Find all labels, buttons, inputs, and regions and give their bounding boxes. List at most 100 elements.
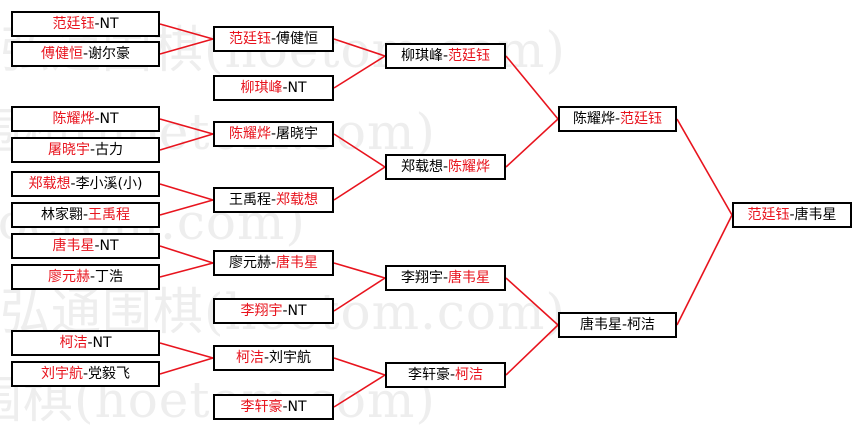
connector-line xyxy=(333,166,386,201)
player-name: 王禹程 xyxy=(228,192,271,208)
match-box: 林家翾-王禹程 xyxy=(11,202,160,228)
connector-line xyxy=(333,277,386,312)
match-box: 陈耀烨-NT xyxy=(11,106,160,132)
player-name: 范廷钰 xyxy=(52,16,95,32)
connector-line xyxy=(159,183,214,201)
separator: - xyxy=(282,399,288,415)
connector-line xyxy=(159,342,214,359)
match-box: 李轩豪-柯洁 xyxy=(385,362,506,388)
player-name: 古力 xyxy=(95,142,124,158)
separator: - xyxy=(87,335,93,351)
player-name: NT xyxy=(99,238,119,254)
match-box: 郑载想-李小溪(小) xyxy=(11,171,160,197)
match-box: 陈耀烨-屠晓宇 xyxy=(213,121,334,147)
player-name: 柯洁 xyxy=(235,350,264,366)
player-name: 傅健恒 xyxy=(276,31,319,47)
player-name: 廖元赫 xyxy=(47,269,90,285)
connector-line xyxy=(676,214,733,326)
separator: - xyxy=(282,303,288,319)
player-name: 柳琪峰 xyxy=(400,48,443,64)
match-box: 李轩豪-NT xyxy=(213,394,334,420)
separator: - xyxy=(70,176,76,192)
player-name: 傅健恒 xyxy=(40,46,83,62)
connector-line xyxy=(159,245,214,264)
match-box: 王禹程-郑载想 xyxy=(213,187,334,213)
player-name: 唐韦星 xyxy=(448,270,491,286)
connector-line xyxy=(333,55,386,89)
match-box: 唐韦星-NT xyxy=(11,233,160,259)
player-name: 谢尔豪 xyxy=(88,46,131,62)
connector-line xyxy=(159,23,214,40)
connector-line xyxy=(333,357,386,376)
connector-line xyxy=(333,374,386,408)
player-name: 范廷钰 xyxy=(620,111,663,127)
connector-line xyxy=(159,118,214,135)
player-name: 刘宇航 xyxy=(269,350,312,366)
separator: - xyxy=(270,126,277,142)
connector-line xyxy=(159,133,214,151)
player-name: NT xyxy=(99,111,119,127)
player-name: 唐韦星 xyxy=(579,317,622,333)
player-name: 林家翾 xyxy=(40,207,83,223)
player-name: 丁浩 xyxy=(95,269,124,285)
player-name: 唐韦星 xyxy=(276,255,319,271)
player-name: 郑载想 xyxy=(276,192,319,208)
match-box: 柳琪峰-范廷钰 xyxy=(385,43,506,69)
player-name: 唐韦星 xyxy=(52,238,95,254)
connector-line xyxy=(333,133,386,168)
connector-line xyxy=(333,262,386,279)
separator: - xyxy=(442,159,449,175)
connector-line xyxy=(505,118,559,168)
match-box: 柯洁-NT xyxy=(11,330,160,356)
player-name: NT xyxy=(287,399,307,415)
match-box: 柯洁-刘宇航 xyxy=(213,345,334,371)
separator: - xyxy=(270,255,277,271)
separator: - xyxy=(89,142,96,158)
match-box: 屠晓宇-古力 xyxy=(11,137,160,163)
match-box: 陈耀烨-范廷钰 xyxy=(558,106,677,132)
player-name: 范廷钰 xyxy=(228,31,271,47)
separator: - xyxy=(89,269,96,285)
connector-line xyxy=(505,277,559,326)
separator: - xyxy=(94,238,100,254)
player-name: 郑载想 xyxy=(400,159,443,175)
connector-line xyxy=(159,199,214,216)
player-name: 陈耀烨 xyxy=(572,111,615,127)
connector-line xyxy=(676,118,733,216)
player-name: 陈耀烨 xyxy=(52,111,95,127)
player-name: NT xyxy=(287,80,307,96)
separator: - xyxy=(82,366,89,382)
separator: - xyxy=(621,317,628,333)
connector-line xyxy=(505,55,559,120)
player-name: 柯洁 xyxy=(455,367,484,383)
separator: - xyxy=(442,270,449,286)
player-name: 陈耀烨 xyxy=(228,126,271,142)
player-name: 柯洁 xyxy=(627,317,656,333)
match-box: 柳琪峰-NT xyxy=(213,75,334,101)
match-box: 李翔宇-NT xyxy=(213,298,334,324)
separator: - xyxy=(282,80,288,96)
match-box: 唐韦星-柯洁 xyxy=(558,312,677,338)
player-name: 陈耀烨 xyxy=(448,159,491,175)
connector-line xyxy=(159,262,214,278)
player-name: 郑载想 xyxy=(28,176,71,192)
connector-line xyxy=(159,357,214,375)
separator: - xyxy=(614,111,621,127)
player-name: 屠晓宇 xyxy=(276,126,319,142)
match-box: 范廷钰-唐韦星 xyxy=(732,202,852,228)
player-name: 李轩豪 xyxy=(240,399,283,415)
player-name: 党毅飞 xyxy=(88,366,131,382)
connector-line xyxy=(159,38,214,55)
player-name: 屠晓宇 xyxy=(47,142,90,158)
player-name: 唐韦星 xyxy=(794,207,837,223)
player-name: 刘宇航 xyxy=(40,366,83,382)
player-name: 范廷钰 xyxy=(747,207,790,223)
player-name: 柳琪峰 xyxy=(240,80,283,96)
player-name: 王禹程 xyxy=(88,207,131,223)
player-name: 李轩豪 xyxy=(407,367,450,383)
match-box: 范廷钰-傅健恒 xyxy=(213,26,334,52)
player-name: 廖元赫 xyxy=(228,255,271,271)
match-box: 范廷钰-NT xyxy=(11,11,160,37)
separator: - xyxy=(82,46,89,62)
